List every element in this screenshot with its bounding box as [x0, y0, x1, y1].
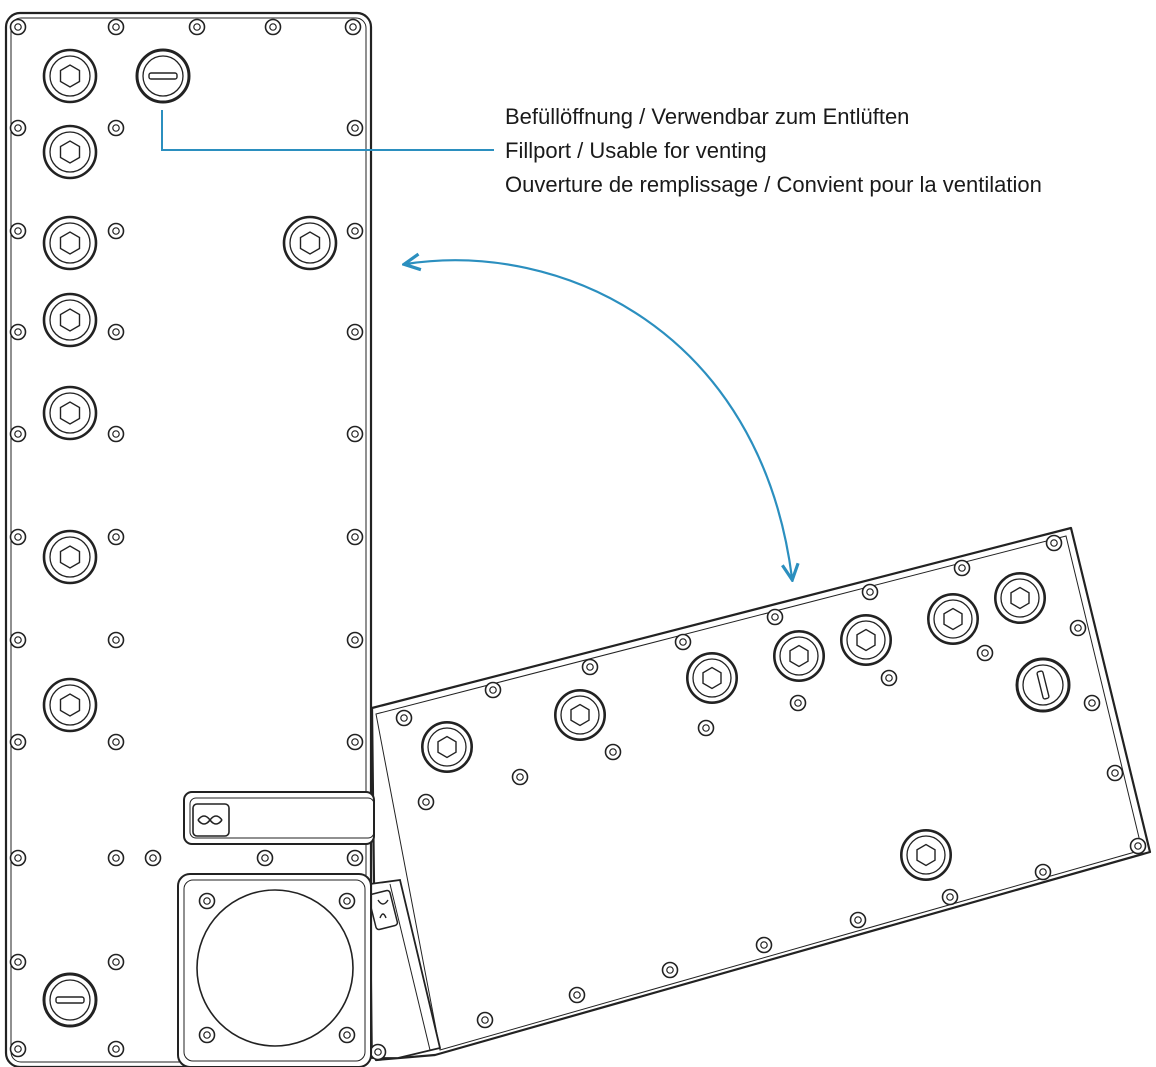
annotation-line-en: Fillport / Usable for venting — [505, 138, 767, 163]
screw-icon — [107, 528, 125, 546]
screw-icon — [1069, 619, 1087, 637]
screw-icon — [346, 222, 364, 240]
screw-icon — [107, 953, 125, 971]
screw-icon — [880, 669, 898, 687]
screw-icon — [941, 888, 959, 906]
fill-plug-icon — [135, 48, 191, 104]
port-fitting-icon — [839, 613, 892, 666]
screw-icon — [107, 631, 125, 649]
screw-icon — [9, 953, 27, 971]
annotation-line-de: Befüllöffnung / Verwendbar zum Entlüften — [505, 104, 910, 129]
screw-icon — [9, 528, 27, 546]
annotation-line-fr: Ouverture de remplissage / Convient pour… — [505, 172, 1042, 197]
screw-icon — [107, 1040, 125, 1058]
screw-icon — [107, 849, 125, 867]
screw-icon — [346, 528, 364, 546]
port-fitting-icon — [926, 592, 979, 645]
port-fitting-icon — [42, 48, 98, 104]
port-fitting-icon — [42, 529, 98, 585]
screw-icon — [697, 719, 715, 737]
screw-icon — [346, 119, 364, 137]
screw-icon — [107, 222, 125, 240]
port-fitting-icon — [42, 124, 98, 180]
port-fitting-icon — [420, 720, 473, 773]
screw-icon — [604, 743, 622, 761]
screw-icon — [9, 18, 27, 36]
screw-icon — [346, 733, 364, 751]
screw-icon — [1034, 863, 1052, 881]
port-fitting-icon — [993, 571, 1046, 624]
screw-icon — [661, 961, 679, 979]
screw-icon — [9, 119, 27, 137]
screw-icon — [107, 323, 125, 341]
fill-plug-icon — [1015, 657, 1071, 713]
pump-opening — [196, 889, 354, 1047]
port-fitting-icon — [42, 215, 98, 271]
screw-icon — [511, 768, 529, 786]
port-fitting-icon — [899, 828, 952, 881]
fillport-leader-line — [161, 110, 494, 151]
port-fitting-icon — [685, 651, 738, 704]
screw-icon — [484, 681, 502, 699]
screw-icon — [369, 1043, 387, 1061]
screw-icon — [346, 849, 364, 867]
screw-icon — [395, 709, 413, 727]
screw-icon — [338, 892, 356, 910]
screw-icon — [755, 936, 773, 954]
screw-icon — [344, 18, 362, 36]
port-fitting-icon — [42, 677, 98, 733]
screw-icon — [346, 631, 364, 649]
screw-icon — [953, 559, 971, 577]
screw-icon — [581, 658, 599, 676]
rotate-arrow-icon — [406, 260, 792, 578]
screw-icon — [476, 1011, 494, 1029]
screw-icon — [188, 18, 206, 36]
logo-bar — [183, 791, 375, 845]
screw-icon — [861, 583, 879, 601]
screw-icon — [264, 18, 282, 36]
screw-icon — [107, 18, 125, 36]
screw-icon — [9, 222, 27, 240]
screw-icon — [107, 425, 125, 443]
screw-icon — [1106, 764, 1124, 782]
port-fitting-icon — [772, 629, 825, 682]
screw-icon — [568, 986, 586, 1004]
screw-icon — [417, 793, 435, 811]
screw-icon — [849, 911, 867, 929]
screw-icon — [9, 733, 27, 751]
screw-icon — [198, 892, 216, 910]
screw-icon — [9, 1040, 27, 1058]
port-fitting-icon — [282, 215, 338, 271]
port-fitting-icon — [553, 688, 606, 741]
screw-icon — [9, 425, 27, 443]
screw-icon — [346, 323, 364, 341]
screw-icon — [674, 633, 692, 651]
screw-icon — [976, 644, 994, 662]
screw-icon — [1045, 534, 1063, 552]
screw-icon — [346, 425, 364, 443]
screw-icon — [1129, 837, 1147, 855]
screw-icon — [789, 694, 807, 712]
screw-icon — [338, 1026, 356, 1044]
screw-icon — [766, 608, 784, 626]
port-fitting-icon — [42, 292, 98, 348]
screw-icon — [144, 849, 162, 867]
screw-icon — [1083, 694, 1101, 712]
vertical-terminal-plate — [4, 11, 375, 1067]
screw-icon — [107, 733, 125, 751]
port-fitting-icon — [42, 385, 98, 441]
screw-icon — [198, 1026, 216, 1044]
logo-icon — [367, 889, 399, 931]
screw-icon — [9, 631, 27, 649]
fillport-annotation: Befüllöffnung / Verwendbar zum Entlüften… — [505, 100, 1153, 202]
screw-icon — [256, 849, 274, 867]
fill-plug-icon — [42, 972, 98, 1028]
pump-housing — [177, 873, 372, 1067]
rotated-terminal-plate — [367, 526, 1152, 1062]
screw-icon — [9, 323, 27, 341]
screw-icon — [9, 849, 27, 867]
screw-icon — [107, 119, 125, 137]
